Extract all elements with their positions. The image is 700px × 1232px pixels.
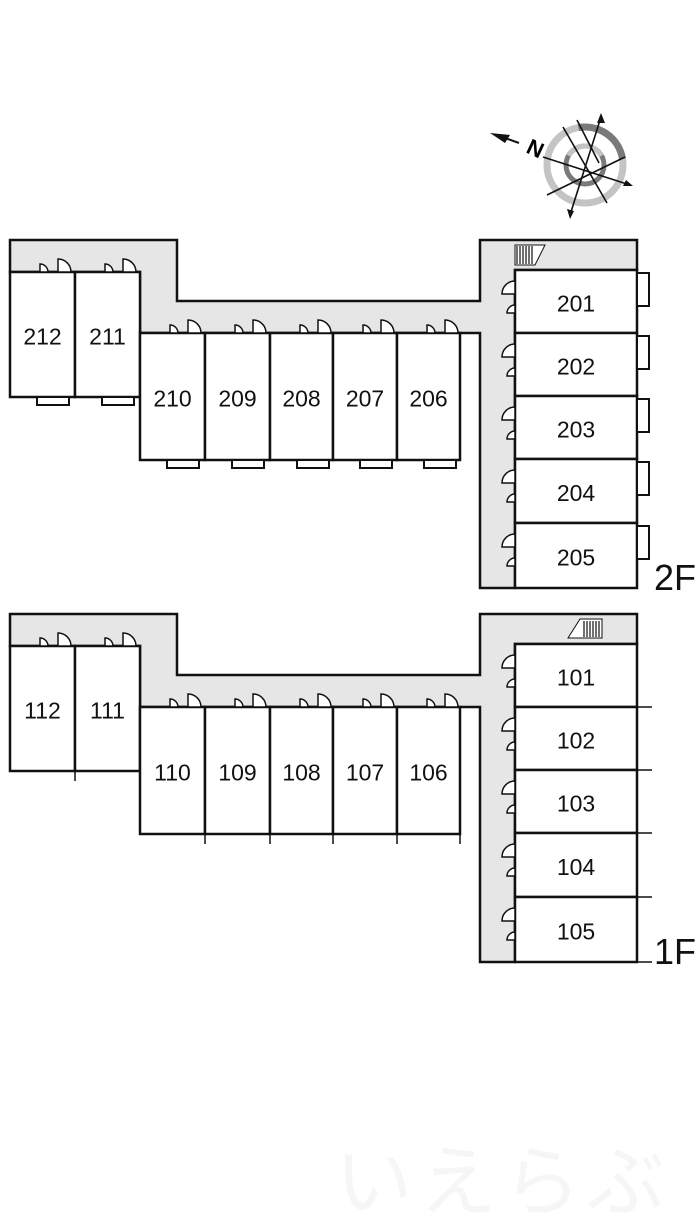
unit-label: 108 [282,760,320,786]
stairs-icon [567,618,603,639]
unit-104[interactable]: 104 [501,831,652,899]
door-icon [426,693,459,708]
unit-212[interactable]: 212 [8,258,77,406]
unit-label: 201 [557,291,595,317]
door-icon [104,258,137,273]
door-icon [501,654,516,688]
unit-label: 202 [557,354,595,380]
unit-label: 107 [346,760,384,786]
door-icon [501,343,516,377]
door-icon [299,319,332,334]
unit-label: 102 [557,728,595,754]
door-icon [426,319,459,334]
unit-207[interactable]: 207 [331,319,399,469]
door-icon [501,406,516,440]
balcony [166,459,200,469]
compass-icon: N [490,113,633,219]
unit-label: 210 [153,386,191,412]
unit-210[interactable]: 210 [138,319,207,469]
door-icon [234,319,267,334]
unit-112[interactable]: 112 [8,632,77,781]
unit-label: 205 [557,545,595,571]
unit-label: 101 [557,665,595,691]
door-icon [234,693,267,708]
balcony [359,459,393,469]
unit-label: 111 [90,698,125,724]
balcony [636,272,650,307]
unit-205[interactable]: 205 [501,521,650,590]
floor-label: 1F [654,931,696,972]
door-icon [299,693,332,708]
door-icon [169,319,202,334]
unit-206[interactable]: 206 [395,319,462,469]
unit-label: 106 [409,760,447,786]
unit-label: 103 [557,791,595,817]
unit-label: 207 [346,386,384,412]
unit-105[interactable]: 105 [501,895,652,964]
door-icon [169,693,202,708]
unit-label: 104 [557,854,596,880]
unit-202[interactable]: 202 [501,331,650,398]
unit-label: 203 [557,417,595,443]
door-icon [39,258,72,273]
unit-label: 212 [23,324,61,350]
unit-label: 208 [282,386,320,412]
door-icon [501,780,516,814]
door-icon [501,280,516,314]
balcony [36,396,70,406]
unit-label: 112 [24,698,61,724]
door-icon [362,319,395,334]
balcony [636,335,650,370]
unit-103[interactable]: 103 [501,768,652,835]
unit-111[interactable]: 111 [73,632,142,781]
door-icon [501,907,516,941]
unit-label: 206 [409,386,447,412]
unit-203[interactable]: 203 [501,394,650,461]
balcony [636,461,650,496]
unit-204[interactable]: 204 [501,457,650,525]
unit-211[interactable]: 211 [73,258,142,406]
balcony [231,459,265,469]
unit-106[interactable]: 106 [395,693,462,844]
unit-label: 110 [154,760,191,786]
unit-label: 204 [557,480,596,506]
door-icon [104,632,137,647]
balcony [423,459,457,469]
door-icon [501,533,516,567]
unit-label: 209 [218,386,256,412]
stairs-icon [514,244,546,266]
door-icon [501,717,516,751]
unit-101[interactable]: 101 [501,642,652,709]
balcony [296,459,330,469]
unit-label: 211 [89,324,126,350]
door-icon [501,469,516,503]
unit-label: 109 [218,760,256,786]
unit-110[interactable]: 110 [138,693,207,844]
floor-1F: 112 111 110 109 108 107 106 101 102 103 104 105 1F [8,612,696,972]
balcony [636,398,650,433]
door-icon [501,843,516,877]
unit-208[interactable]: 208 [268,319,335,469]
unit-102[interactable]: 102 [501,705,652,772]
door-icon [362,693,395,708]
unit-108[interactable]: 108 [268,693,335,844]
unit-209[interactable]: 209 [203,319,272,469]
floor-2F: 212 211 210 209 208 207 206 201 202 203 204 205 2F [8,238,696,598]
unit-109[interactable]: 109 [203,693,272,844]
balcony [101,396,135,406]
floor-label: 2F [654,557,696,598]
unit-107[interactable]: 107 [331,693,399,844]
unit-label: 105 [557,919,595,945]
unit-201[interactable]: 201 [501,268,650,335]
door-icon [39,632,72,647]
balcony [636,525,650,560]
